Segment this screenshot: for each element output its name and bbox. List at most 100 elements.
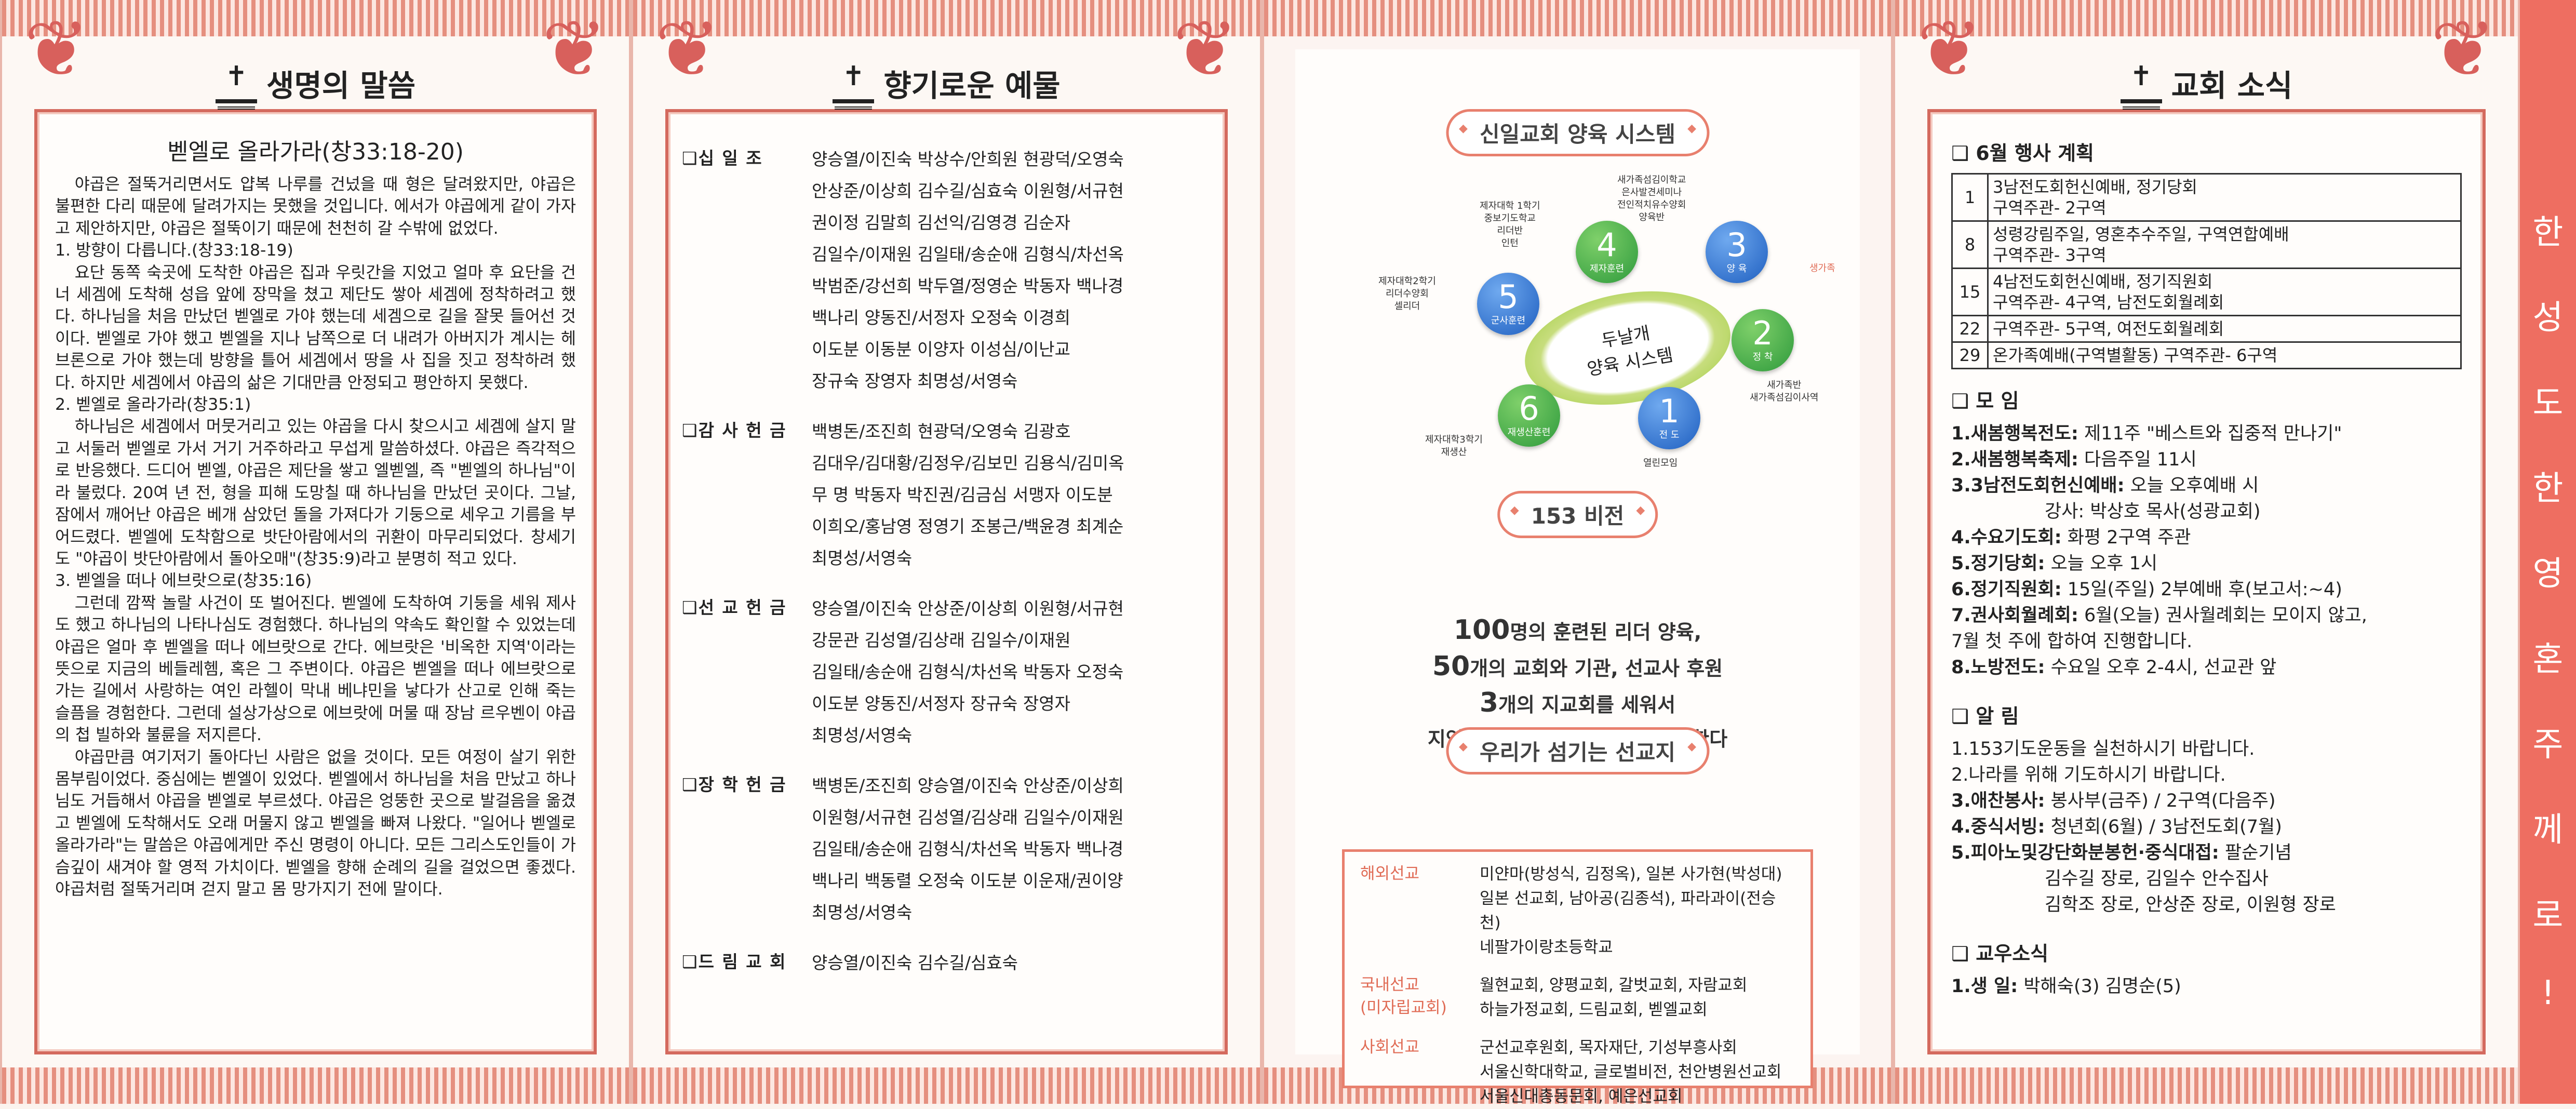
step-label: 양 육 <box>1726 263 1747 274</box>
item-label: 2.새봄행복축제: <box>1951 449 2078 470</box>
news-item: 7월 첫 주에 합하여 진행합니다. <box>1951 629 2462 654</box>
item-text: 봉사부(금주) / 2구역(다음주) <box>2045 791 2276 811</box>
offering-label: ❑선 교 헌 금 <box>682 597 787 618</box>
ornament-icon: ❦ <box>542 4 607 95</box>
item-text: 다음주일 11시 <box>2078 449 2197 470</box>
step-number: 6 <box>1519 390 1539 427</box>
caption-line: 인턴 <box>1501 238 1519 249</box>
step-number: 2 <box>1752 314 1773 352</box>
news-item: 7.권사회월례회: 6월(오늘) 권사월례회는 모이지 않고, <box>1951 603 2462 629</box>
decorative-band <box>2 1067 629 1104</box>
offering-line: 이도분 이동분 이양자 이성심/이난교 <box>812 339 1070 359</box>
news-item: 1.153기도운동을 실천하시기 바랍니다. <box>1951 736 2462 762</box>
item-label: 8.노방전도: <box>1951 657 2045 678</box>
bible-cross-icon <box>216 61 257 110</box>
decorative-band <box>1895 1067 2518 1104</box>
sermon-frame: 벧엘로 올라가라(창33:18-20) 야곱은 절뚝거리면서도 얍복 나루를 건… <box>34 109 597 1054</box>
motto-char: 도 <box>2532 384 2564 423</box>
mission-category: 해외선교 <box>1360 862 1480 960</box>
news-item: 강사: 박상호 목사(성광교회) <box>1951 499 2462 525</box>
header-title: 교회 소식 <box>2171 68 2293 103</box>
sermon-paragraph: 그런데 깜짝 놀랄 사건이 또 벌어진다. 벧엘에 도착하여 기둥을 세워 제사… <box>55 593 576 745</box>
offering-line: 최명성/서영숙 <box>812 902 913 923</box>
offering-line: 백병돈/조진희 양승열/이진숙 안상준/이상희 <box>812 776 1124 796</box>
news-item: 1.생 일: 박해숙(3) 김명순(5) <box>1951 973 2462 999</box>
item-text: 6월(오늘) 권사월례회는 모이지 않고, <box>2078 605 2367 626</box>
mission-line: 일본 선교회, 남아공(김종석), 파라과이(전승천) <box>1480 889 1776 932</box>
offering-line: 이도분 양동진/서정자 장규숙 장영자 <box>812 693 1070 714</box>
step-circle-2: 2 정 착 <box>1732 309 1794 371</box>
caption-line: 제자대학2학기 <box>1378 276 1436 287</box>
schedule-day: 1 <box>1951 173 1989 222</box>
mission-row: 해외선교 미얀마(방성식, 김정옥), 일본 사가현(박성대)일본 선교회, 남아… <box>1360 862 1795 960</box>
schedule-day: 15 <box>1951 268 1989 316</box>
caption-line: 새가족섬김이사역 <box>1750 392 1819 403</box>
step-number: 5 <box>1498 278 1519 316</box>
item-text: 1.153기도운동을 실천하시기 바랍니다. <box>1951 739 2255 759</box>
mission-values: 미얀마(방성식, 김정옥), 일본 사가현(박성대)일본 선교회, 남아공(김종… <box>1480 862 1795 960</box>
bible-cross-icon <box>2120 61 2162 110</box>
step-circle-6: 6 재생산훈련 <box>1498 384 1560 447</box>
news-item: 1.새봄행복전도: 제11주 "베스트와 집중적 만나기" <box>1951 421 2462 447</box>
news-item: 2.새봄행복축제: 다음주일 11시 <box>1951 447 2462 473</box>
header-title: 향기로운 예물 <box>883 68 1061 103</box>
header-title: 생명의 말씀 <box>266 68 415 103</box>
caption-line: 제자대학 1학기 <box>1480 201 1540 211</box>
step-number: 3 <box>1726 226 1747 264</box>
side-label: 생가족 <box>1809 263 1835 274</box>
offering-line: 김일태/송순애 김형식/차선옥 박동자 백나경 <box>812 839 1124 859</box>
schedule-line: 구역주관- 5구역, 여전도회월례회 <box>1993 319 2224 339</box>
notice-title: ❑ 알 림 <box>1951 705 2019 728</box>
motto-char: 로 <box>2532 896 2564 935</box>
schedule-line: 온가족예배(구역별활동) 구역주관- 6구역 <box>1993 345 2278 365</box>
item-text: 오늘 오후 1시 <box>2045 553 2158 574</box>
ornament-icon: ❦ <box>1173 4 1238 95</box>
item-text: 15일(주일) 2부예배 후(보고서:~4) <box>2061 579 2342 600</box>
mission-line: 군선교후원회, 목자재단, 기성부흥사회 <box>1480 1038 1737 1057</box>
schedule-day: 22 <box>1951 315 1989 343</box>
mission-category: 국내선교(미자립교회) <box>1360 973 1480 1022</box>
panel-vision: 신일교회 양육 시스템 두날개 양육 시스템 1 전 도 2 정 착 3 양 육… <box>1262 0 1893 1106</box>
discipleship-diagram: 두날개 양육 시스템 1 전 도 2 정 착 3 양 육 4 제자훈련 5 <box>1368 175 1898 527</box>
ornament-icon: ❦ <box>655 4 720 95</box>
caption-line: 새가족섬김이학교 <box>1617 175 1686 185</box>
step-circle-1: 1 전 도 <box>1638 387 1700 449</box>
step-label: 전 도 <box>1659 430 1680 440</box>
panel-sermon: ❦ ❦ 벧엘로 올라가라(창33:18-20) 야곱은 절뚝거리면서도 얍복 나… <box>0 0 631 1104</box>
motto-char: ! <box>2541 973 2555 1012</box>
step-number: 4 <box>1596 226 1617 264</box>
step-circle-3: 3 양 육 <box>1706 221 1768 283</box>
offering-line: 강문관 김성열/김상래 김일수/이재원 <box>812 630 1071 650</box>
item-text: 강사: 박상호 목사(성광교회) <box>2045 501 2261 522</box>
item-text: 팔순기념 <box>2219 843 2292 863</box>
news-item: 8.노방전도: 수요일 오후 2-4시, 선교관 앞 <box>1951 654 2462 680</box>
item-label: 1.생 일: <box>1951 976 2018 997</box>
offering-line: 백병돈/조진희 현광덕/오영숙 김광호 <box>812 421 1071 442</box>
caption-line: 리더수양회 <box>1386 288 1429 299</box>
offering-line: 권이정 김말희 김선익/김영경 김순자 <box>812 212 1070 233</box>
item-text: 2.나라를 위해 기도하시기 바랍니다. <box>1951 765 2226 785</box>
category-line: 사회선교 <box>1360 1038 1420 1057</box>
news-item: 2.나라를 위해 기도하시기 바랍니다. <box>1951 762 2462 788</box>
motto-char: 성 <box>2532 299 2564 338</box>
category-line: 해외선교 <box>1360 864 1420 883</box>
schedule-line: 성령강림주일, 영혼추수주일, 구역연합예배 <box>1993 224 2289 244</box>
news-item: 4.수요기도회: 화평 2구역 주관 <box>1951 525 2462 551</box>
item-label: 5.정기당회: <box>1951 553 2045 574</box>
vision-text: 명의 훈련된 리더 양육, <box>1510 621 1702 644</box>
category-line: (미자립교회) <box>1360 998 1447 1017</box>
item-label: 6.정기직원회: <box>1951 579 2062 600</box>
